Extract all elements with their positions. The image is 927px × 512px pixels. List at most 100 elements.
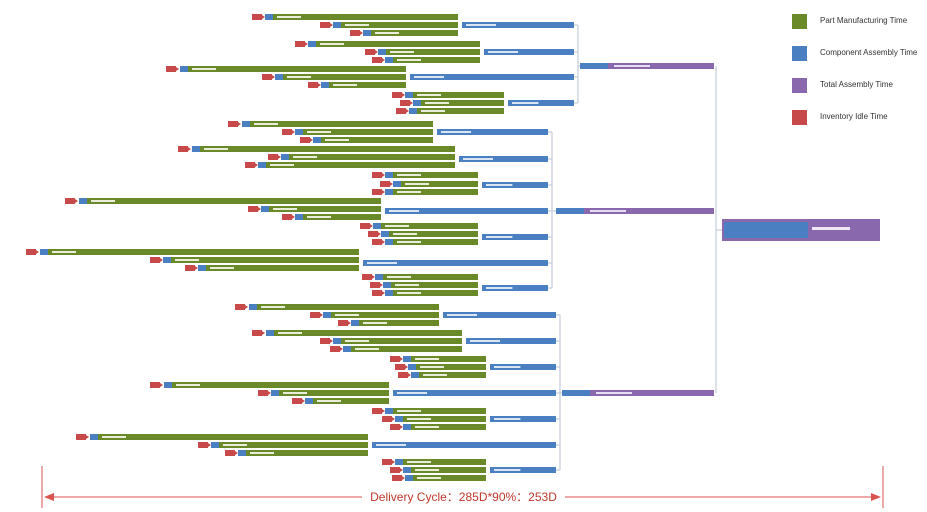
idle-arrow bbox=[406, 109, 409, 113]
part-lead-bar bbox=[375, 274, 383, 280]
inventory-idle-bar bbox=[258, 390, 268, 396]
part-manufacturing-bar bbox=[329, 82, 406, 88]
part-label-stripe bbox=[421, 110, 445, 112]
inventory-idle-bar bbox=[225, 450, 235, 456]
part-manufacturing-bar bbox=[413, 475, 486, 481]
inventory-idle-bar bbox=[362, 274, 372, 280]
part-label-stripe bbox=[397, 59, 421, 61]
part-lead-bar bbox=[378, 49, 386, 55]
part-label-stripe bbox=[345, 340, 369, 342]
legend-swatch bbox=[792, 14, 807, 29]
total-assembly-lead-bar bbox=[580, 63, 608, 69]
component-assembly-bar bbox=[482, 182, 548, 188]
legend-label: Part Manufacturing Time bbox=[820, 16, 908, 25]
part-label-stripe bbox=[417, 94, 441, 96]
part-manufacturing-bar bbox=[393, 239, 478, 245]
part-label-stripe bbox=[363, 322, 387, 324]
inventory-idle-bar bbox=[252, 330, 262, 336]
final-assembly-lead-bar bbox=[724, 222, 808, 238]
inventory-idle-bar bbox=[372, 189, 382, 195]
part-manufacturing-bar bbox=[188, 66, 406, 72]
idle-arrow bbox=[208, 443, 211, 447]
part-label-stripe bbox=[423, 374, 447, 376]
part-manufacturing-bar bbox=[389, 231, 478, 237]
component-assembly-bar bbox=[490, 364, 556, 370]
part-label-stripe bbox=[325, 139, 349, 141]
part-manufacturing-bar bbox=[401, 181, 478, 187]
assembly-label-stripe bbox=[389, 210, 419, 212]
part-label-stripe bbox=[293, 156, 317, 158]
idle-arrow bbox=[258, 207, 261, 211]
assembly-label-stripe bbox=[488, 51, 518, 53]
idle-arrow bbox=[320, 313, 323, 317]
component-assembly-bar bbox=[490, 467, 556, 473]
part-label-stripe bbox=[415, 358, 439, 360]
part-label-stripe bbox=[397, 410, 421, 412]
assembly-label-stripe bbox=[494, 366, 521, 368]
part-label-stripe bbox=[52, 251, 76, 253]
inventory-idle-bar bbox=[395, 364, 405, 370]
part-lead-bar bbox=[258, 162, 266, 168]
part-label-stripe bbox=[417, 477, 441, 479]
part-manufacturing-bar bbox=[359, 320, 439, 326]
part-lead-bar bbox=[271, 390, 279, 396]
legend-label: Inventory Idle Time bbox=[820, 112, 888, 121]
part-label-stripe bbox=[210, 267, 234, 269]
idle-arrow bbox=[245, 305, 248, 309]
inventory-idle-bar bbox=[372, 172, 382, 178]
part-label-stripe bbox=[250, 452, 274, 454]
inventory-idle-bar bbox=[310, 312, 320, 318]
part-lead-bar bbox=[333, 22, 341, 28]
part-label-stripe bbox=[273, 208, 297, 210]
part-label-stripe bbox=[335, 314, 359, 316]
part-manufacturing-bar bbox=[321, 137, 433, 143]
inventory-idle-bar bbox=[350, 30, 360, 36]
inventory-idle-bar bbox=[268, 154, 278, 160]
component-assembly-bar bbox=[466, 338, 556, 344]
component-assembly-bar bbox=[482, 285, 548, 291]
part-lead-bar bbox=[409, 108, 417, 114]
part-manufacturing-bar bbox=[411, 467, 486, 473]
part-manufacturing-bar bbox=[279, 390, 389, 396]
assembly-label-stripe bbox=[486, 287, 513, 289]
part-manufacturing-bar bbox=[393, 408, 486, 414]
delivery-cycle-text: Delivery Cycle：285D*90%：253D bbox=[362, 490, 565, 504]
idle-arrow bbox=[360, 31, 363, 35]
total-assembly-label-stripe bbox=[596, 392, 632, 394]
idle-arrow bbox=[340, 347, 343, 351]
cycle-right-arrow bbox=[871, 493, 881, 501]
inventory-idle-bar bbox=[372, 239, 382, 245]
component-assembly-bar bbox=[437, 129, 548, 135]
part-lead-bar bbox=[393, 181, 401, 187]
part-manufacturing-bar bbox=[421, 100, 504, 106]
part-manufacturing-bar bbox=[381, 223, 478, 229]
idle-arrow bbox=[188, 147, 191, 151]
assembly-label-stripe bbox=[486, 184, 513, 186]
part-manufacturing-bar bbox=[266, 162, 455, 168]
idle-arrow bbox=[372, 275, 375, 279]
idle-arrow bbox=[348, 321, 351, 325]
idle-arrow bbox=[238, 122, 241, 126]
component-assembly-bar bbox=[482, 234, 548, 240]
assembly-label-stripe bbox=[470, 340, 500, 342]
idle-arrow bbox=[378, 232, 381, 236]
total-assembly-bar bbox=[608, 63, 714, 69]
part-manufacturing-bar bbox=[283, 74, 406, 80]
inventory-idle-bar bbox=[262, 74, 272, 80]
legend-label: Total Assembly Time bbox=[820, 80, 893, 89]
part-label-stripe bbox=[397, 174, 421, 176]
part-manufacturing-bar bbox=[341, 338, 462, 344]
idle-arrow bbox=[410, 101, 413, 105]
component-assembly-bar bbox=[443, 312, 556, 318]
assembly-label-stripe bbox=[367, 262, 397, 264]
part-lead-bar bbox=[385, 57, 393, 63]
part-lead-bar bbox=[308, 41, 316, 47]
part-label-stripe bbox=[395, 284, 419, 286]
part-manufacturing-bar bbox=[313, 398, 389, 404]
inventory-idle-bar bbox=[398, 372, 408, 378]
inventory-idle-bar bbox=[248, 206, 258, 212]
inventory-idle-bar bbox=[396, 108, 406, 114]
part-lead-bar bbox=[261, 206, 269, 212]
part-label-stripe bbox=[385, 225, 409, 227]
